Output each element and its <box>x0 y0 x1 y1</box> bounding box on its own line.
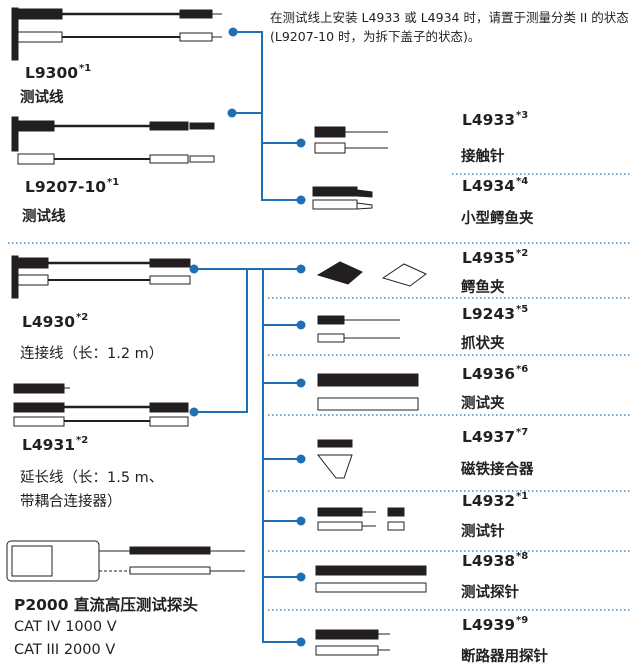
l9207-leads-image <box>11 116 215 165</box>
p2000-cat-iv: CAT IV 1000 V <box>14 619 117 635</box>
p2000-cat-iii: CAT III 2000 V <box>14 642 116 658</box>
l4935-title: L4935*2 <box>462 248 529 267</box>
installation-note: 在测试线上安装 L4933 或 L4934 时，请置于测量分类 II 的状态 (… <box>270 10 629 44</box>
l4934-name: 小型鳄鱼夹 <box>461 211 534 227</box>
l4934-image <box>312 186 373 210</box>
l4935-image <box>316 261 427 287</box>
l4931-desc-2: 带耦合连接器） <box>20 494 122 510</box>
l4937-title: L4937*7 <box>462 427 529 446</box>
l4939-image <box>315 629 390 656</box>
l4930-image <box>11 255 191 299</box>
l4931-desc-1: 延长线（长：1.5 m、 <box>20 470 164 486</box>
l4939-name: 断路器用探针 <box>461 649 548 665</box>
l9207-title: L9207-10*1 <box>25 177 120 196</box>
l4932-image <box>317 507 405 531</box>
l9300-desc: 测试线 <box>20 90 64 106</box>
l4932-title: L4932*1 <box>462 491 529 510</box>
p2000-title: P2000 直流高压测试探头 <box>14 596 198 614</box>
l9207-desc: 测试线 <box>22 209 66 225</box>
l9300-title: L9300*1 <box>25 63 92 82</box>
l4939-title: L4939*9 <box>462 615 529 634</box>
l4938-name: 测试探针 <box>461 585 519 601</box>
l4936-image <box>317 373 419 411</box>
l4933-image <box>314 126 388 154</box>
l9300-leads-image <box>11 7 222 61</box>
l4934-title: L4934*4 <box>462 176 529 195</box>
l4931-image <box>13 383 189 427</box>
l4930-title: L4930*2 <box>22 312 89 331</box>
l4935-name: 鳄鱼夹 <box>461 280 505 296</box>
l4931-title: L4931*2 <box>22 435 89 454</box>
l4937-image <box>316 439 353 479</box>
l4936-name: 测试夹 <box>461 396 505 412</box>
p2000-image <box>6 540 245 582</box>
l9243-name: 抓状夹 <box>461 336 505 352</box>
l4938-image <box>315 565 427 593</box>
l4930-desc: 连接线（长：1.2 m） <box>20 346 164 362</box>
l4936-title: L4936*6 <box>462 364 529 383</box>
l4933-name: 接触针 <box>461 149 505 165</box>
l4937-name: 磁铁接合器 <box>461 462 534 478</box>
l4932-name: 测试针 <box>461 524 505 540</box>
l4933-title: L4933*3 <box>462 110 529 129</box>
l4938-title: L4938*8 <box>462 551 529 570</box>
l9243-image <box>317 315 400 343</box>
l9243-title: L9243*5 <box>462 304 529 323</box>
